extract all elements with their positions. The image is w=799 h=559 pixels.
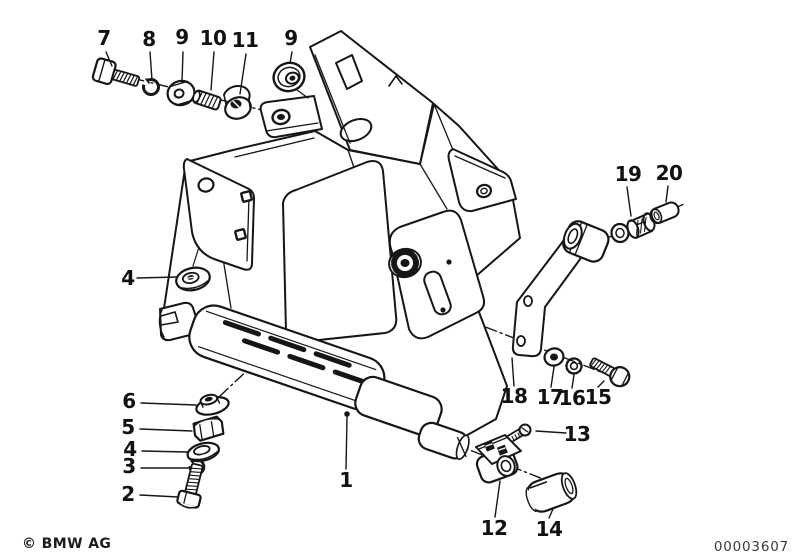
callout-2[interactable]: 2 (121, 482, 135, 506)
callout-9[interactable]: 9 (175, 25, 189, 49)
part-16-star-washer (565, 357, 583, 375)
callout-13[interactable]: 13 (563, 422, 591, 446)
part-12-clamp (475, 434, 522, 484)
part-6-washer (195, 393, 230, 416)
drawing-number: 00003607 (713, 539, 789, 555)
callout-10[interactable]: 10 (199, 26, 227, 50)
leader-lines (105, 51, 669, 519)
callout-11[interactable]: 11 (231, 28, 259, 52)
callout-15[interactable]: 15 (584, 385, 612, 409)
callout-1[interactable]: 1 (339, 468, 353, 492)
part-20-pin (649, 201, 680, 225)
callout-17[interactable]: 17 (536, 385, 564, 409)
part-7-bolt (91, 57, 141, 87)
part-9-washer (166, 79, 196, 107)
part-10-spacer-sleeve (192, 89, 222, 111)
callout-9[interactable]: 9 (284, 26, 298, 50)
callout-4[interactable]: 4 (121, 266, 135, 290)
callout-20[interactable]: 20 (655, 161, 683, 185)
callout-16[interactable]: 16 (558, 386, 586, 410)
part-9-grommet (272, 61, 309, 99)
main-bracket (158, 30, 521, 461)
callout-18[interactable]: 18 (500, 384, 528, 408)
callout-6[interactable]: 6 (122, 389, 136, 413)
callout-3[interactable]: 3 (122, 454, 136, 478)
callout-19[interactable]: 19 (614, 162, 642, 186)
part-5-nut (192, 415, 225, 442)
callout-4[interactable]: 4 (123, 437, 137, 461)
part-4-washer-left (175, 246, 211, 292)
callout-5[interactable]: 5 (121, 415, 135, 439)
callout-8[interactable]: 8 (142, 27, 156, 51)
part-4-washer-lower (186, 441, 221, 463)
part-8-lock-washer (142, 78, 160, 96)
callout-14[interactable]: 14 (535, 517, 563, 541)
part-11-bushing (223, 84, 252, 120)
callout-12[interactable]: 12 (480, 516, 508, 540)
copyright-notice: © BMW AG (22, 536, 112, 552)
callout-7[interactable]: 7 (97, 26, 111, 50)
part-15-bolt (589, 357, 631, 388)
part-14-sleeve (525, 472, 578, 513)
part-17-washer (543, 347, 565, 367)
part-18-lever-strap (511, 220, 610, 358)
